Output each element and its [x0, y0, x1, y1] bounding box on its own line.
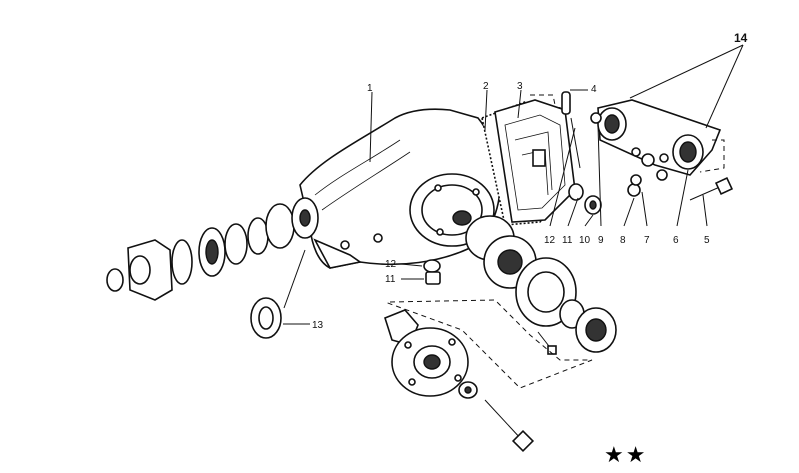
- callout-14: 14: [734, 31, 748, 45]
- drain-plug: [423, 259, 441, 285]
- callout-3: 3: [517, 81, 523, 92]
- callout-10: 10: [579, 235, 591, 246]
- callout-12-left: 12: [385, 259, 397, 270]
- pin: [561, 91, 571, 115]
- callout-5: 5: [704, 235, 710, 246]
- pinion-assembly: [106, 197, 319, 301]
- callout-11-left: 11: [385, 274, 396, 285]
- mount-bolt: [689, 176, 734, 201]
- callout-9: 9: [598, 235, 604, 246]
- screw: [570, 117, 581, 169]
- long-bolt: [484, 399, 535, 453]
- rubber-mount-bracket: [590, 99, 722, 176]
- output-shaft-flange: [384, 309, 469, 397]
- washer: [584, 195, 602, 215]
- callout-6: 6: [673, 235, 679, 246]
- callout-8: 8: [620, 235, 626, 246]
- flange-washer: [458, 381, 478, 399]
- callout-11-right: 11: [562, 235, 573, 246]
- seal-ring: [568, 183, 584, 201]
- shim-washer: [250, 297, 282, 339]
- nut-and-washer: [627, 169, 668, 197]
- callout-2: 2: [483, 81, 489, 92]
- callout-12-right: 12: [544, 235, 556, 246]
- callout-4: 4: [591, 84, 597, 95]
- callout-1: 1: [367, 83, 373, 94]
- footer-star-marks: ★★: [604, 443, 648, 468]
- flange-bolt: [537, 331, 557, 355]
- callout-13: 13: [312, 320, 324, 331]
- callout-7: 7: [644, 235, 650, 246]
- output-flange-assembly: [465, 215, 617, 353]
